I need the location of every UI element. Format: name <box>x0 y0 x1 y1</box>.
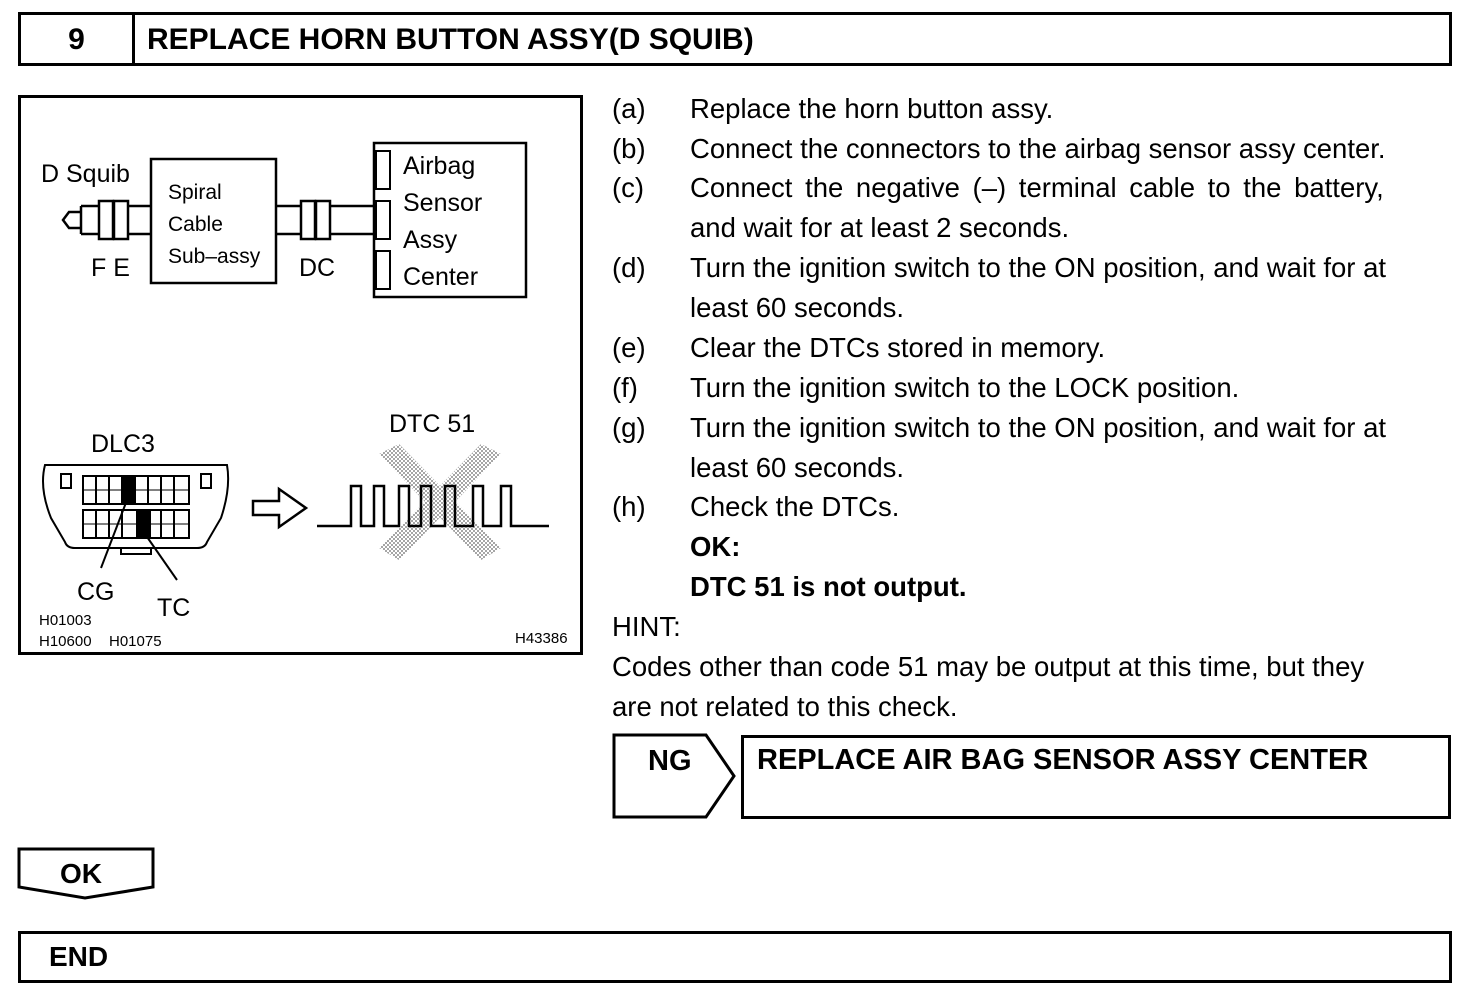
step-header: 9 REPLACE HORN BUTTON ASSY(D SQUIB) <box>18 12 1452 66</box>
step-c-label: (c) <box>612 172 645 203</box>
step-number: 9 <box>21 15 135 63</box>
step-f-text: Turn the ignition switch to the LOCK pos… <box>690 372 1240 403</box>
ok-heading: OK: <box>690 531 741 562</box>
step-c-text-2: and wait for at least 2 seconds. <box>690 212 1070 243</box>
hint-label: HINT: <box>612 611 681 642</box>
d-squib-connector <box>61 199 151 241</box>
hint-line-2: are not related to this check. <box>612 691 958 722</box>
step-a-text: Replace the horn button assy. <box>690 93 1054 124</box>
spiral-line-1: Spiral <box>168 181 222 204</box>
step-e-label: (e) <box>612 332 646 363</box>
airbag-sensor-box <box>372 141 528 299</box>
ref-h43386: H43386 <box>515 630 568 647</box>
ng-result-text: REPLACE AIR BAG SENSOR ASSY CENTER <box>757 744 1369 776</box>
step-b-text: Connect the connectors to the airbag sen… <box>690 133 1386 164</box>
ok-tab-shape <box>17 847 155 900</box>
step-a-label: (a) <box>612 93 646 124</box>
step-h-text: Check the DTCs. <box>690 491 900 522</box>
ng-tag-shape <box>612 733 736 819</box>
dc-label: DC <box>299 254 335 282</box>
ok-result: DTC 51 is not output. <box>690 571 967 602</box>
hint-line-1: Codes other than code 51 may be output a… <box>612 651 1365 682</box>
spiral-line-2: Cable <box>168 213 223 236</box>
cg-label: CG <box>77 578 115 606</box>
step-d-label: (d) <box>612 252 646 283</box>
step-g-label: (g) <box>612 412 646 443</box>
d-squib-label: D Squib <box>41 160 130 188</box>
ok-tab[interactable]: OK <box>17 847 157 901</box>
ref-h10600: H10600 <box>39 633 92 650</box>
dlc3-label: DLC3 <box>91 430 155 458</box>
dc-connector <box>276 199 374 241</box>
ref-h01075: H01075 <box>109 633 162 650</box>
airbag-line-3: Assy <box>403 226 458 254</box>
cross-out-icon <box>379 444 501 560</box>
end-label: END <box>49 941 109 972</box>
fe-label: F E <box>91 254 130 282</box>
step-c-text-1: Connect the negative (–) terminal cable … <box>690 172 1384 203</box>
airbag-line-4: Center <box>403 263 478 291</box>
step-h-label: (h) <box>612 491 646 522</box>
step-title: REPLACE HORN BUTTON ASSY(D SQUIB) <box>147 23 754 56</box>
ng-tag[interactable]: NG <box>612 733 738 819</box>
cg-terminal <box>121 475 136 505</box>
step-g-text-1: Turn the ignition switch to the ON posit… <box>690 412 1386 443</box>
dtc-waveform <box>317 484 549 528</box>
step-e-text: Clear the DTCs stored in memory. <box>690 332 1106 363</box>
ok-tab-label: OK <box>60 858 102 889</box>
wiring-diagram: D Squib F E Spiral Cable Sub–assy DC <box>39 141 568 650</box>
step-d-text-1: Turn the ignition switch to the ON posit… <box>690 252 1386 283</box>
spiral-cable-box <box>149 157 278 285</box>
airbag-line-1: Airbag <box>403 152 475 180</box>
tc-label: TC <box>157 594 190 622</box>
step-b-label: (b) <box>612 133 646 164</box>
end-box: END <box>18 931 1452 983</box>
step-g-text-2: least 60 seconds. <box>690 452 905 483</box>
tc-terminal <box>136 509 151 539</box>
step-f-label: (f) <box>612 372 638 403</box>
arrow-icon <box>251 486 309 530</box>
ng-label: NG <box>648 745 692 777</box>
step-d-text-2: least 60 seconds. <box>690 292 905 323</box>
spiral-line-3: Sub–assy <box>168 245 261 268</box>
airbag-sensor-terminals <box>375 150 391 290</box>
airbag-line-2: Sensor <box>403 189 482 217</box>
dtc51-label: DTC 51 <box>389 410 475 438</box>
ng-result-box: REPLACE AIR BAG SENSOR ASSY CENTER <box>741 735 1451 819</box>
ref-h01003: H01003 <box>39 612 92 629</box>
diagram-figure: D Squib F E Spiral Cable Sub–assy DC <box>18 95 583 655</box>
dlc3-connector <box>42 464 230 581</box>
